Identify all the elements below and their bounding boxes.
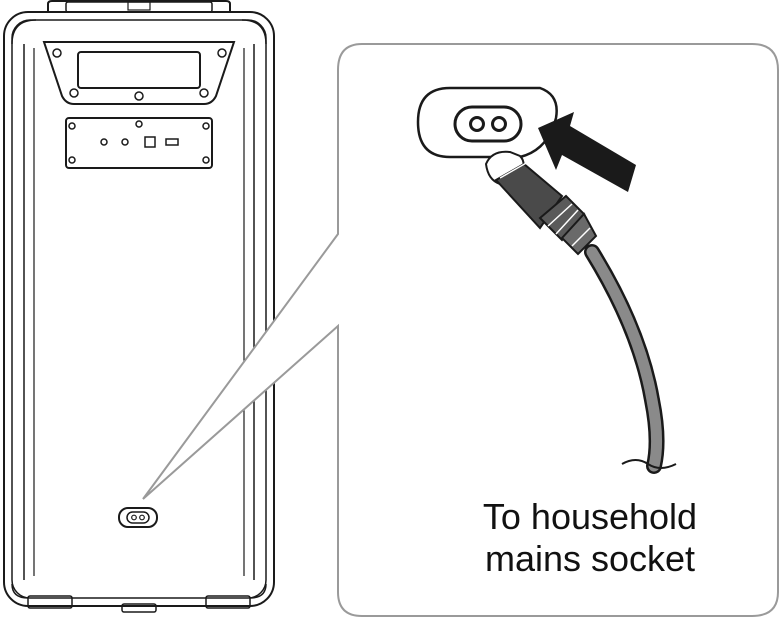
connector-panel xyxy=(65,117,213,169)
caption-line-1: To household xyxy=(482,496,698,537)
top-panel-screws xyxy=(52,48,227,101)
connector-jacks xyxy=(100,136,179,148)
power-cable xyxy=(584,244,677,474)
top-handle xyxy=(47,0,231,12)
handle-slot xyxy=(77,51,201,89)
cable-break-mark xyxy=(621,459,677,469)
speaker-rear-view xyxy=(3,0,275,613)
caption: To household mains socket xyxy=(440,496,740,580)
speaker-ac-inlet xyxy=(118,507,158,528)
caption-line-2: mains socket xyxy=(484,538,696,579)
insert-arrow-icon xyxy=(538,112,636,192)
speaker-body xyxy=(3,11,275,607)
ac-power-inlet-icon xyxy=(416,86,558,159)
power-plug-icon xyxy=(484,150,598,256)
top-panel xyxy=(42,41,236,105)
